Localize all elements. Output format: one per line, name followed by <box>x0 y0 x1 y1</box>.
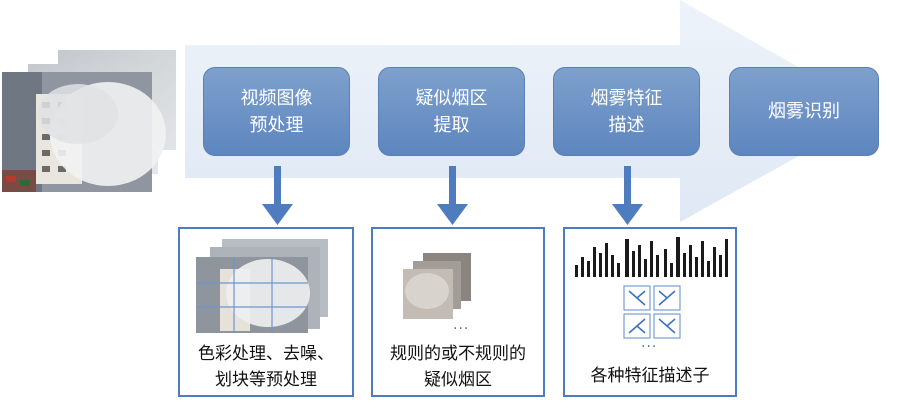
step-label-line1: 视频图像 <box>240 87 313 109</box>
step-smoke-feature-description: 烟雾特征描述 <box>553 67 700 156</box>
connector-arrow-3 <box>612 166 643 225</box>
step-smoke-recognition: 烟雾识别 <box>729 67 879 156</box>
panel-smoke-region-detail: ··· 规则的或不规则的 疑似烟区 <box>371 227 545 397</box>
step-label-line1: 烟雾特征 <box>590 87 663 109</box>
step-label-line2: 提取 <box>433 114 470 136</box>
feature-histogram <box>575 237 728 277</box>
input-video-frames <box>2 50 176 192</box>
panel-caption-line1: 色彩处理、去噪、 <box>198 344 334 364</box>
frame-front <box>2 72 166 192</box>
panel-caption-line1: 规则的或不规则的 <box>390 344 526 364</box>
step-suspected-smoke-extraction: 疑似烟区提取 <box>378 67 525 156</box>
step-label-line1: 烟雾识别 <box>768 101 840 122</box>
gradient-orientation-cells <box>623 285 681 339</box>
step-label-line2: 预处理 <box>249 114 304 136</box>
panel-preprocessing-detail: 色彩处理、去噪、 划块等预处理 <box>178 227 354 397</box>
panel-caption-line2: 疑似烟区 <box>424 370 492 390</box>
ellipsis-indicator: ··· <box>453 321 470 337</box>
connector-arrow-1 <box>262 166 293 225</box>
step-video-preprocessing: 视频图像预处理 <box>203 67 350 156</box>
panel-caption-line2: 划块等预处理 <box>215 370 317 390</box>
connector-arrow-2 <box>437 166 468 225</box>
ellipsis-indicator: ··· <box>641 339 658 355</box>
step-label-line2: 描述 <box>608 114 645 136</box>
preprocessed-frames-grid <box>196 239 328 333</box>
step-label-line1: 疑似烟区 <box>415 87 488 109</box>
panel-feature-descriptor-detail: ··· 各种特征描述子 <box>563 227 737 397</box>
panel-caption-line1: 各种特征描述子 <box>590 366 710 386</box>
smoke-region-patches <box>403 253 471 319</box>
